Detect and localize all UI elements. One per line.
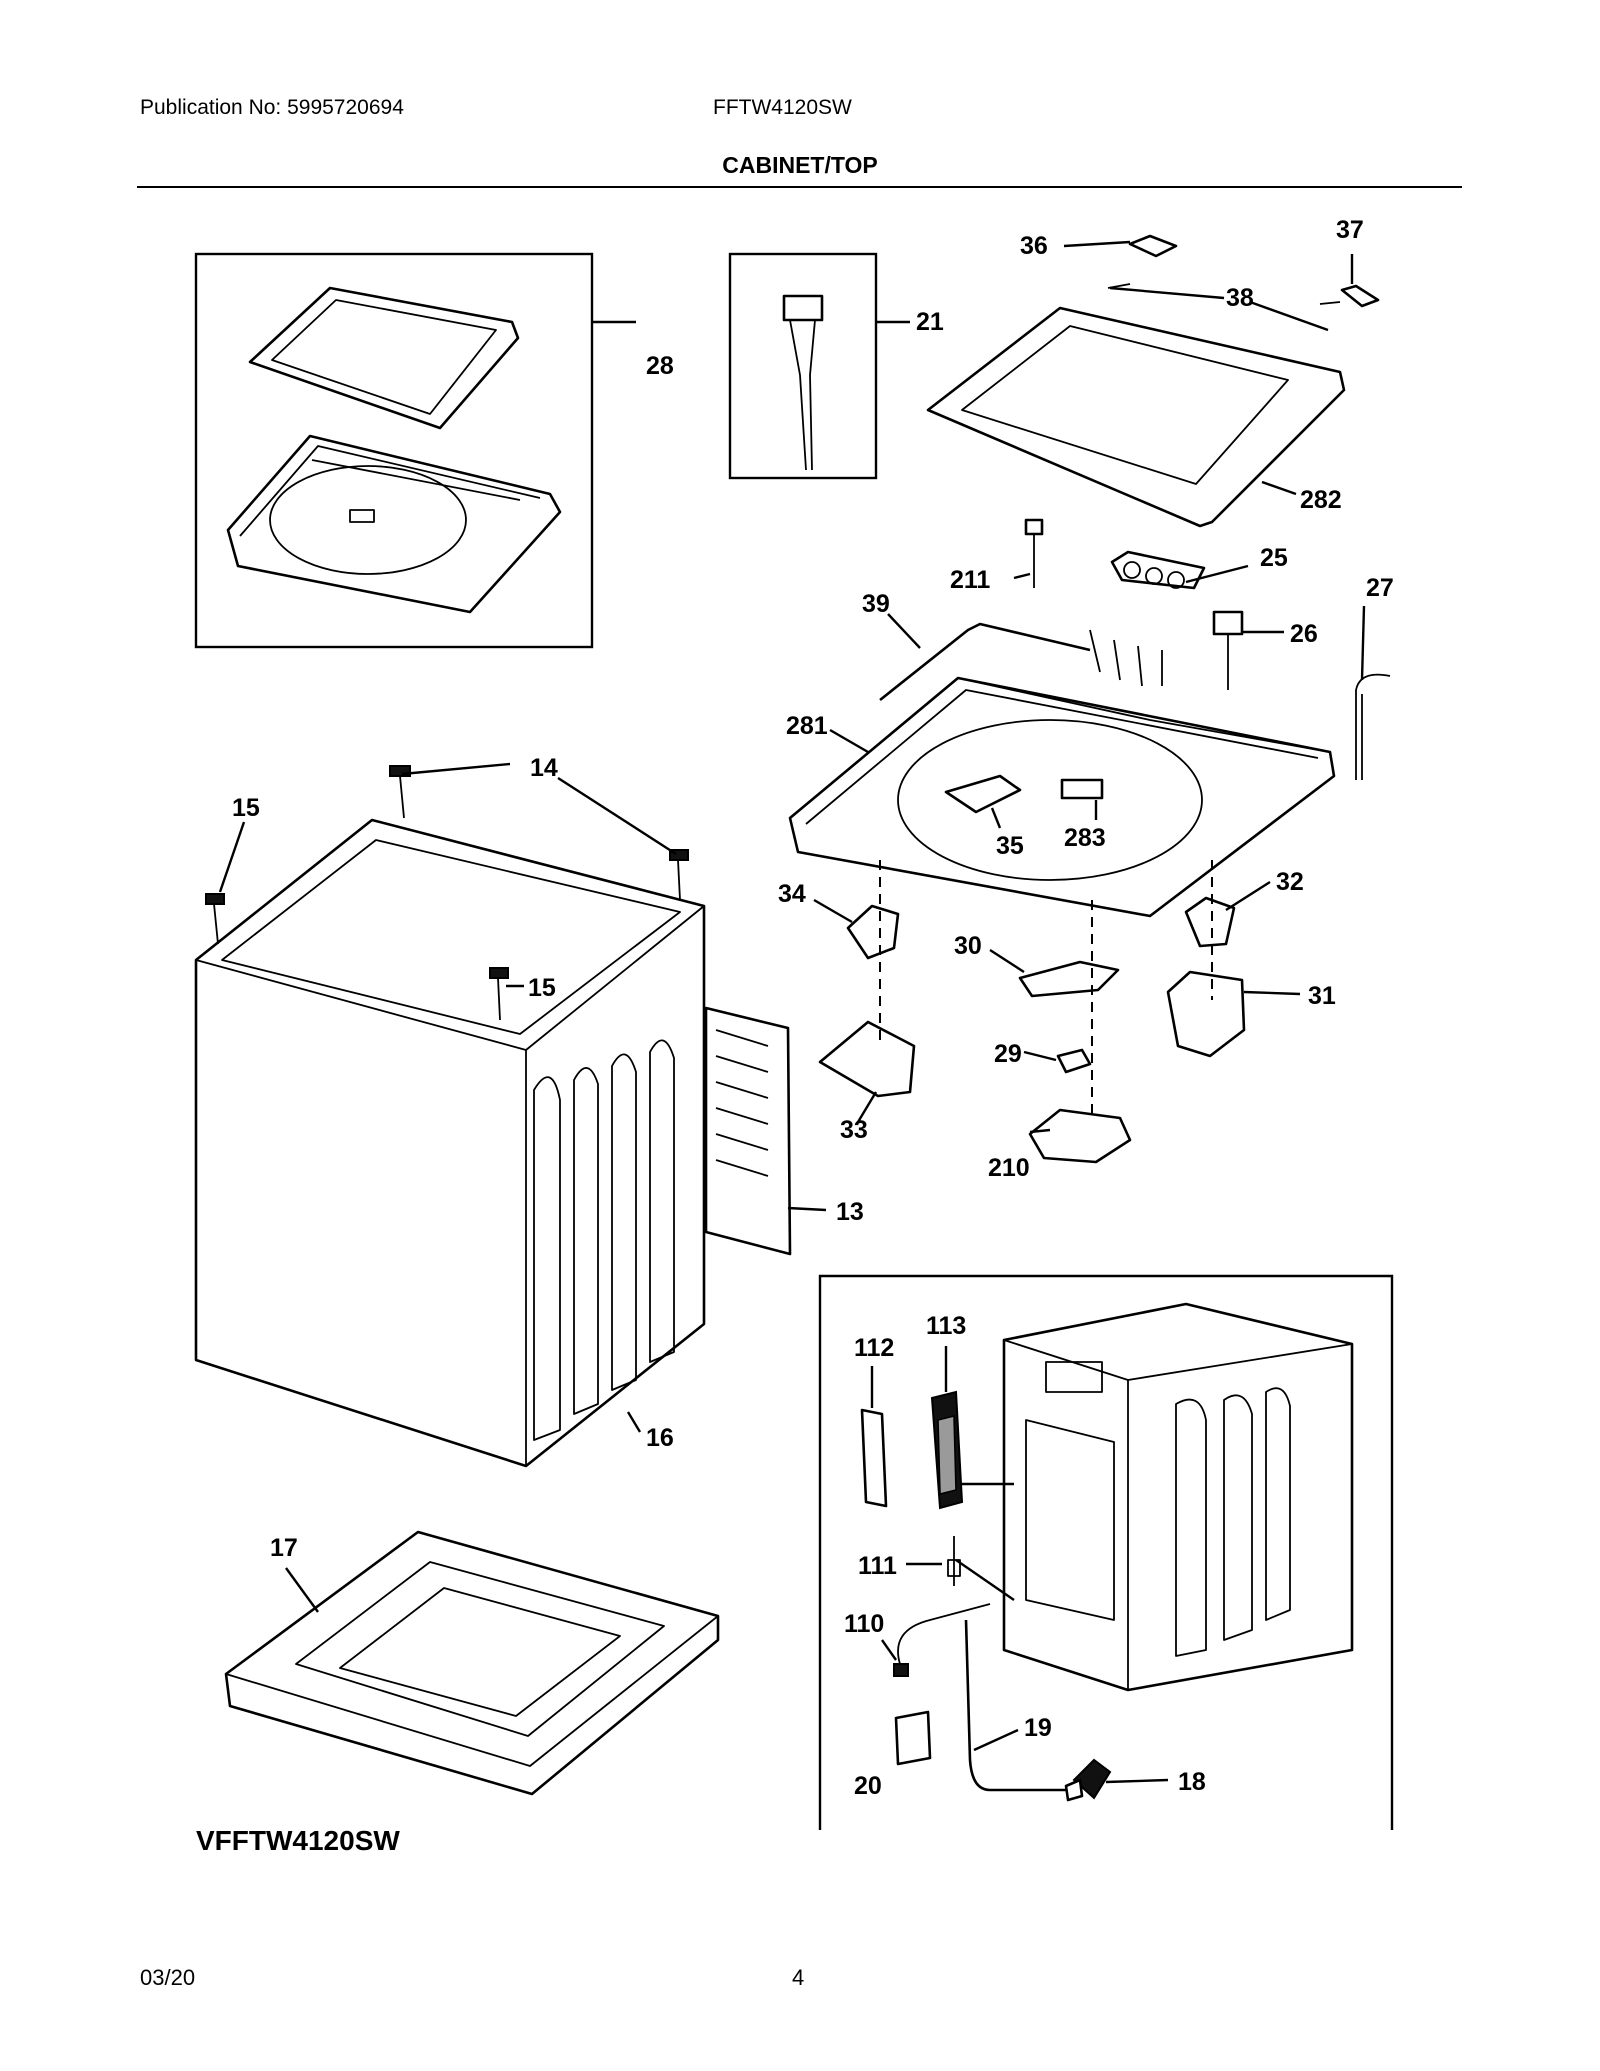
callout-111: 111 — [858, 1552, 897, 1580]
callout-18: 18 — [1178, 1768, 1206, 1796]
part-power-cord-27 — [1355, 673, 1391, 780]
leader-lines — [218, 240, 1366, 1784]
part-lock-bracket-210 — [1028, 1108, 1132, 1164]
part-hinge-37 — [1340, 284, 1380, 308]
part-inlet-hose-39 — [879, 622, 1163, 702]
part-drain-hose-19 — [964, 1619, 1068, 1792]
inset-box-lower — [818, 1274, 1394, 1830]
callout-39: 39 — [862, 590, 890, 618]
callout-21: 21 — [916, 308, 944, 336]
part-hinge-rod-38 — [1107, 283, 1341, 305]
callout-211: 211 — [950, 566, 990, 594]
part-top-frame-inset — [226, 434, 562, 614]
callout-282: 282 — [1300, 486, 1342, 514]
part-cabinet-rear-view — [1002, 1302, 1354, 1692]
callout-112: 112 — [854, 1334, 894, 1362]
part-rear-panel-13 — [704, 1006, 792, 1256]
callout-25: 25 — [1260, 544, 1288, 572]
part-cover-112 — [860, 1408, 888, 1508]
part-dispenser-cup-32 — [1184, 896, 1236, 948]
callout-33: 33 — [840, 1116, 868, 1144]
part-dispenser-housing-31 — [1166, 970, 1246, 1058]
callout-110: 110 — [844, 1610, 884, 1638]
callout-38: 38 — [1226, 284, 1254, 312]
callout-28: 28 — [646, 352, 674, 380]
part-thermistor-111 — [947, 1536, 961, 1586]
part-screw-15b — [489, 967, 509, 1021]
part-dispenser-housing-33 — [818, 1020, 916, 1098]
model-number: FFTW4120SW — [713, 96, 852, 119]
part-base-17 — [224, 1530, 720, 1796]
part-wire-110 — [893, 1603, 991, 1677]
callout-30: 30 — [954, 932, 982, 960]
callout-20: 20 — [854, 1772, 882, 1800]
part-dispenser-lid-30 — [1018, 960, 1120, 998]
part-screw-14b — [669, 849, 689, 901]
callout-281: 281 — [786, 712, 828, 740]
part-screw-15a — [205, 893, 225, 945]
callout-16: 16 — [646, 1424, 674, 1452]
page-number: 4 — [792, 1965, 805, 1990]
callout-29: 29 — [994, 1040, 1022, 1068]
part-latch-283 — [1060, 778, 1104, 800]
part-hinge-36 — [1128, 234, 1178, 258]
part-pressure-sensor-26 — [1212, 610, 1244, 690]
part-cabinet-16 — [194, 818, 706, 1468]
publication-number: Publication No: 5995720694 — [140, 96, 404, 119]
callout-15-top: 15 — [232, 794, 260, 822]
part-dispenser-35 — [944, 774, 1022, 814]
part-lid-inset — [248, 286, 520, 430]
part-dispenser-cup-34 — [846, 904, 900, 960]
part-lid-282 — [926, 306, 1346, 528]
part-lid-switch-211 — [1024, 518, 1044, 588]
callout-210: 210 — [988, 1154, 1030, 1182]
inset-box-lid — [194, 252, 594, 649]
part-water-valve-25 — [1110, 550, 1206, 590]
callout-37: 37 — [1336, 216, 1364, 244]
part-lid-lock-29 — [1056, 1048, 1092, 1074]
callout-283: 283 — [1064, 824, 1106, 852]
part-label-20 — [894, 1710, 932, 1766]
callout-35: 35 — [996, 832, 1024, 860]
callout-31: 31 — [1308, 982, 1336, 1010]
callout-17: 17 — [270, 1534, 298, 1562]
part-control-board-113 — [930, 1390, 964, 1510]
callout-36: 36 — [1020, 232, 1048, 260]
part-drain-pump-18 — [1064, 1758, 1112, 1802]
callout-27: 27 — [1366, 574, 1394, 602]
callout-34: 34 — [778, 880, 806, 908]
variant-label: VFFTW4120SW — [196, 1825, 400, 1856]
part-wire-harness-inset — [782, 294, 824, 471]
callout-15-mid: 15 — [528, 974, 556, 1002]
section-title: CABINET/TOP — [722, 152, 878, 178]
callout-113: 113 — [926, 1312, 966, 1340]
callout-13: 13 — [836, 1198, 864, 1226]
callout-19: 19 — [1024, 1714, 1052, 1742]
callout-26: 26 — [1290, 620, 1318, 648]
callout-32: 32 — [1276, 868, 1304, 896]
callout-14: 14 — [530, 754, 558, 782]
publication-date: 03/20 — [140, 1965, 196, 1990]
part-screw-14a — [389, 765, 411, 819]
header-rule — [137, 186, 1462, 188]
inset-box-harness — [728, 252, 878, 480]
